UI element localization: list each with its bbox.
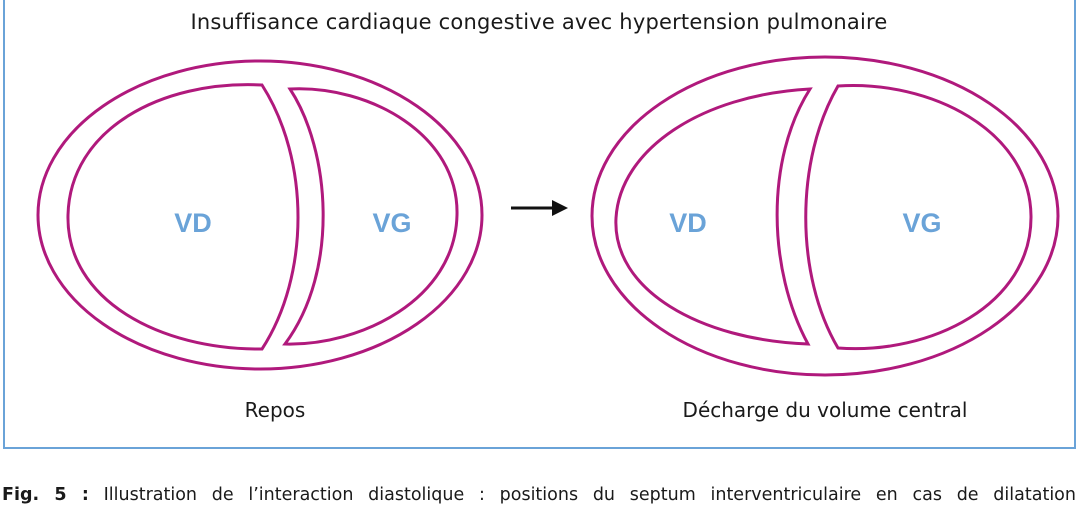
figure-caption-text: Illustration de l’interaction diastoliqu… — [103, 485, 1076, 505]
left-rv-chamber — [66, 83, 300, 351]
figure-frame — [3, 0, 1076, 449]
right-pericardium-outline — [590, 55, 1060, 377]
left-lv-label: VG — [372, 208, 411, 238]
right-rv-chamber — [614, 87, 813, 346]
right-lv-label: VG — [902, 208, 941, 238]
left-lv-chamber — [282, 87, 459, 346]
right-lv-chamber — [804, 84, 1033, 351]
left-rv-label: VD — [174, 208, 212, 238]
left-pericardium-outline — [36, 59, 484, 371]
right-heart: VD VG — [590, 55, 1060, 377]
figure-number: Fig. 5 : — [2, 485, 89, 505]
right-rv-label: VD — [669, 208, 707, 238]
right-panel-caption: Décharge du volume central — [682, 398, 968, 422]
figure-title: Insuffisance cardiaque congestive avec h… — [190, 10, 888, 34]
arrow-head — [552, 200, 568, 216]
figure-caption: Fig. 5 : Illustration de l’interaction d… — [2, 485, 1076, 505]
arrow — [511, 200, 568, 216]
left-panel-caption: Repos — [244, 398, 306, 422]
left-heart: VD VG — [36, 59, 484, 371]
